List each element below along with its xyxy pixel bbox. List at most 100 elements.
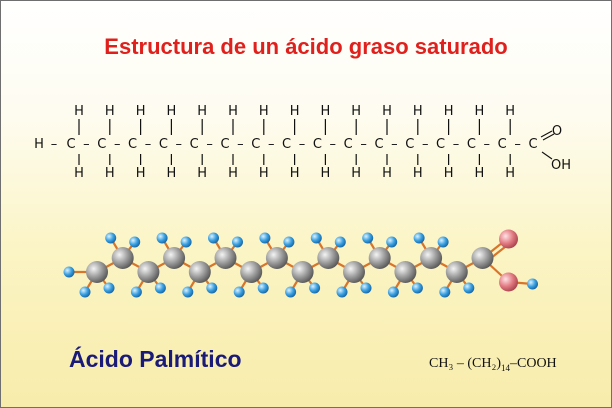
formula-cooh: COOH xyxy=(517,356,557,371)
hydrogen-atom-top: H xyxy=(74,104,84,119)
bond-dash: – xyxy=(453,137,460,152)
bond-dash: – xyxy=(114,137,121,152)
carbon-ball xyxy=(368,247,391,269)
hydrogen-atom-bottom: H xyxy=(136,166,146,181)
formula-subscript: 14 xyxy=(501,362,510,373)
hydrogen-ball xyxy=(437,236,449,248)
hydrogen-ball xyxy=(310,232,322,244)
formula-ch3: CH₃ xyxy=(429,356,454,371)
hydrogen-atom-bottom: H xyxy=(290,166,300,181)
hydrogen-atom-bottom: H xyxy=(321,166,331,181)
hydrogen-ball xyxy=(439,286,451,298)
hydrogen-ball xyxy=(129,236,141,248)
hydrogen-ball xyxy=(285,286,297,298)
hydrogen-atom-top: H xyxy=(136,104,146,119)
hydrogen-atom-bottom: H xyxy=(444,166,454,181)
hydrogen-ball xyxy=(257,282,269,294)
hydrogen-ball xyxy=(334,236,346,248)
hydrogen-ball xyxy=(527,278,538,290)
hydrogen-ball xyxy=(63,266,75,278)
hydrogen-ball xyxy=(206,282,218,294)
carbon-ball xyxy=(163,247,186,269)
carbon-ball xyxy=(291,261,314,283)
formula-ch2: (CH₂) xyxy=(467,356,501,371)
ball-and-stick-model xyxy=(63,229,538,298)
hydrogen-atom-top: H xyxy=(167,104,177,119)
carbon-atom: C xyxy=(251,137,260,152)
carbon-atom: C xyxy=(220,137,229,152)
carbon-ball xyxy=(317,247,340,269)
hydrogen-atom-top: H xyxy=(382,104,392,119)
bond-dash: – xyxy=(514,137,521,152)
hydrogen-ball xyxy=(283,236,295,248)
hydrogen-ball xyxy=(182,286,194,298)
hydrogen-ball xyxy=(362,232,374,244)
carbon-atom: C xyxy=(128,137,137,152)
hydrogen-ball xyxy=(180,236,192,248)
carbon-atom: C xyxy=(405,137,414,152)
carbon-atom: C xyxy=(498,137,507,152)
carbonyl-oxygen: O xyxy=(552,124,562,139)
double-bond-line xyxy=(540,130,553,138)
hydroxyl-group: OH xyxy=(551,158,571,173)
carbon-atom: C xyxy=(436,137,445,152)
hydrogen-atom-top: H xyxy=(505,104,515,119)
bond-dash: – xyxy=(484,137,491,152)
slide-title: Estructura de un ácido graso saturado xyxy=(104,34,508,59)
bond-dash: – xyxy=(206,137,213,152)
bond-dash: – xyxy=(268,137,275,152)
hydrogen-ball xyxy=(309,282,321,294)
hydrogen-atom-top: H xyxy=(413,104,423,119)
hydrogen-ball xyxy=(156,232,168,244)
carbon-ball xyxy=(394,261,417,283)
terminal-hydrogen: H xyxy=(34,137,44,152)
carbon-ball xyxy=(471,247,494,269)
hydrogen-atom-top: H xyxy=(259,104,269,119)
carbon-ball xyxy=(343,261,365,283)
hydrogen-ball xyxy=(105,232,117,244)
hydrogen-atom-top: H xyxy=(351,104,361,119)
hydrogen-ball xyxy=(233,286,245,298)
carbon-ball xyxy=(188,261,211,283)
hydrogen-atom-top: H xyxy=(228,104,238,119)
hydrogen-atom-bottom: H xyxy=(475,166,485,181)
hydrogen-ball xyxy=(208,232,219,244)
carbon-atom: C xyxy=(313,137,322,152)
carbon-atom: C xyxy=(190,137,199,152)
hydrogen-ball xyxy=(387,286,399,298)
hydrogen-atom-bottom: H xyxy=(105,166,115,181)
condensed-formula: CH₃ – (CH₂)14–COOH xyxy=(429,356,557,373)
hydrogen-ball xyxy=(411,282,423,294)
hydrogen-atom-bottom: H xyxy=(167,166,177,181)
bond-dash: – xyxy=(237,137,244,152)
structural-formula: H–CHH–CHH–CHH–CHH–CHH–CHH–CHH–CHH–CHH–CH… xyxy=(34,104,571,181)
hydrogen-atom-top: H xyxy=(105,104,115,119)
bond-dash: – xyxy=(51,137,58,152)
single-bond-line xyxy=(541,151,553,160)
carbon-ball xyxy=(86,261,108,283)
carbon-ball xyxy=(420,247,443,269)
hydrogen-atom-top: H xyxy=(197,104,207,119)
carbon-atom: C xyxy=(528,137,537,152)
bond-dash: – xyxy=(299,137,306,152)
hydrogen-ball xyxy=(360,282,372,294)
carbon-ball xyxy=(214,247,237,269)
formula-dash-2: – xyxy=(510,356,517,371)
hydrogen-atom-bottom: H xyxy=(259,166,269,181)
bond-dash: – xyxy=(83,137,90,152)
carbon-atom: C xyxy=(467,137,476,152)
hydrogen-ball xyxy=(79,286,91,298)
hydrogen-ball xyxy=(413,232,425,244)
bond-dash: – xyxy=(176,137,183,152)
oxygen-ball xyxy=(499,272,518,292)
hydrogen-ball xyxy=(336,286,348,298)
hydrogen-atom-bottom: H xyxy=(228,166,238,181)
hydrogen-atom-top: H xyxy=(475,104,485,119)
carbon-ball xyxy=(137,261,160,283)
carbon-atom: C xyxy=(344,137,353,152)
carbon-atom: C xyxy=(159,137,168,152)
hydrogen-atom-bottom: H xyxy=(351,166,361,181)
hydrogen-ball xyxy=(103,282,115,294)
oxygen-ball xyxy=(499,229,518,249)
